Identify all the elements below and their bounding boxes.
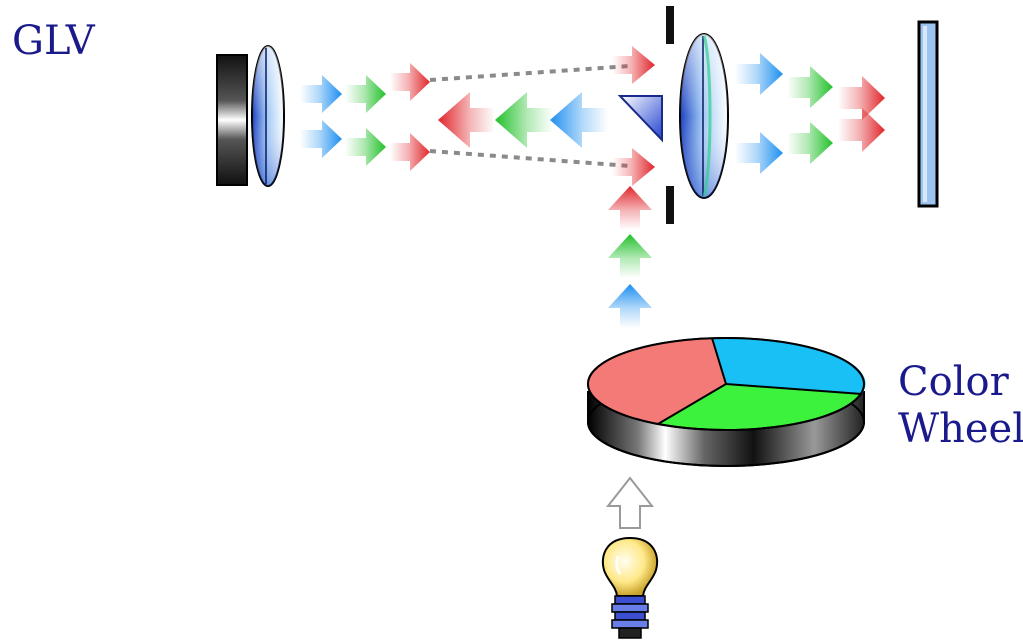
- aperture-bottom: [666, 186, 674, 224]
- projection-screen-icon: [917, 20, 939, 208]
- color-wheel-icon: [587, 337, 866, 467]
- arrow-blue: [608, 284, 652, 328]
- aperture-top: [666, 6, 674, 44]
- arrow-red: [390, 63, 430, 101]
- arrow-blue: [300, 75, 342, 113]
- glv-arrows-upper: [300, 63, 430, 113]
- glv-label: GLV: [12, 18, 96, 64]
- glv-arrows-lower: [300, 120, 430, 171]
- arrow-red: [838, 76, 885, 120]
- arrow-green: [608, 234, 652, 278]
- arrow-blue: [735, 132, 783, 174]
- arrow-red: [438, 92, 495, 148]
- glv-lens-icon: [251, 45, 285, 187]
- arrow-red: [838, 108, 885, 152]
- arrow-blue: [300, 120, 342, 158]
- dotted-ray-lower: [429, 149, 631, 168]
- arrow-green: [787, 122, 833, 164]
- prism-icon: [617, 95, 663, 143]
- light-bulb-icon: [601, 536, 659, 639]
- glv-mirror-icon: [216, 54, 248, 186]
- arrow-green: [787, 66, 833, 108]
- dotted-ray-upper: [429, 64, 631, 82]
- arrow-red-lower-small: [612, 148, 655, 186]
- wheel-segment-cyan: [712, 337, 866, 394]
- output-arrows-upper: [735, 53, 885, 120]
- arrow-green: [345, 75, 386, 113]
- color-wheel-label-line1: Color: [898, 359, 1010, 405]
- arrow-red: [390, 133, 430, 171]
- arrow-blue: [735, 53, 783, 95]
- vertical-arrows: [608, 186, 652, 328]
- bulb-light-arrow: [605, 476, 655, 529]
- arrow-red-upper-small: [612, 46, 655, 84]
- main-lens-icon: [679, 33, 729, 199]
- wheel-segment-red-fill: [587, 338, 726, 424]
- arrow-blue: [550, 92, 608, 148]
- arrow-green: [495, 92, 553, 148]
- return-arrows: [438, 92, 608, 148]
- arrow-red: [608, 186, 652, 230]
- arrow-green: [345, 128, 386, 166]
- color-wheel-label-line2: Wheel: [898, 406, 1023, 452]
- output-arrows-lower: [735, 108, 885, 174]
